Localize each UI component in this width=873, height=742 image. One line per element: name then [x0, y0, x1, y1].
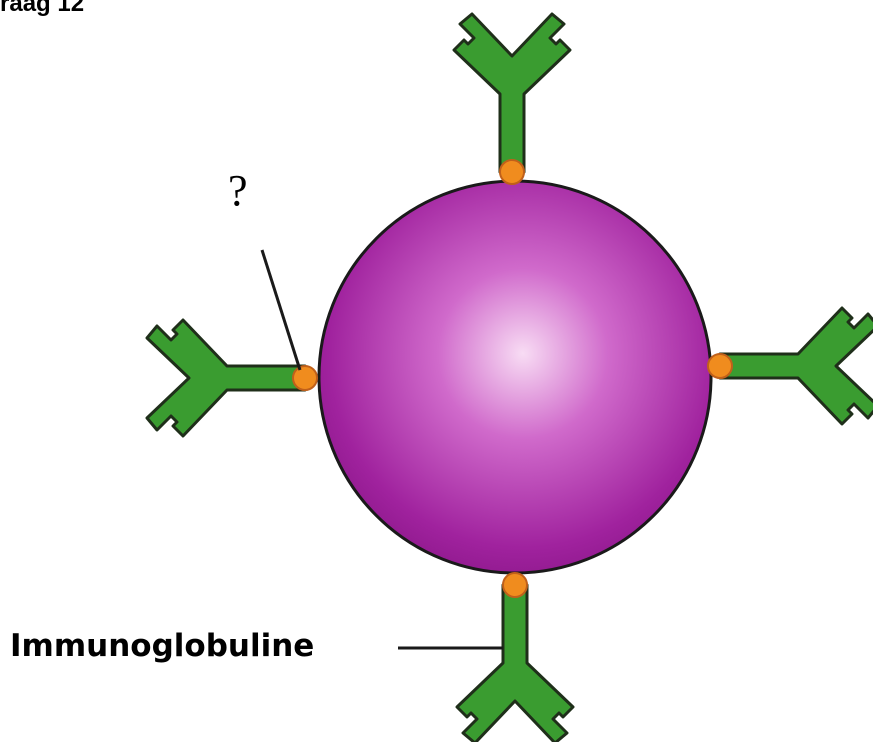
antibody-bottom — [457, 585, 573, 742]
binding-site-top — [500, 160, 524, 184]
question-mark-label: ? — [228, 165, 248, 216]
binding-site-right — [708, 354, 732, 378]
binding-site-bottom — [503, 573, 527, 597]
immunoglobuline-label: Immunoglobuline — [10, 628, 314, 664]
binding-site-left — [293, 366, 317, 390]
cell-sphere — [319, 181, 711, 573]
antibody-left — [147, 320, 305, 436]
antibody-right — [720, 308, 873, 424]
question-leader-line — [262, 250, 300, 370]
antibody-top — [454, 14, 570, 172]
